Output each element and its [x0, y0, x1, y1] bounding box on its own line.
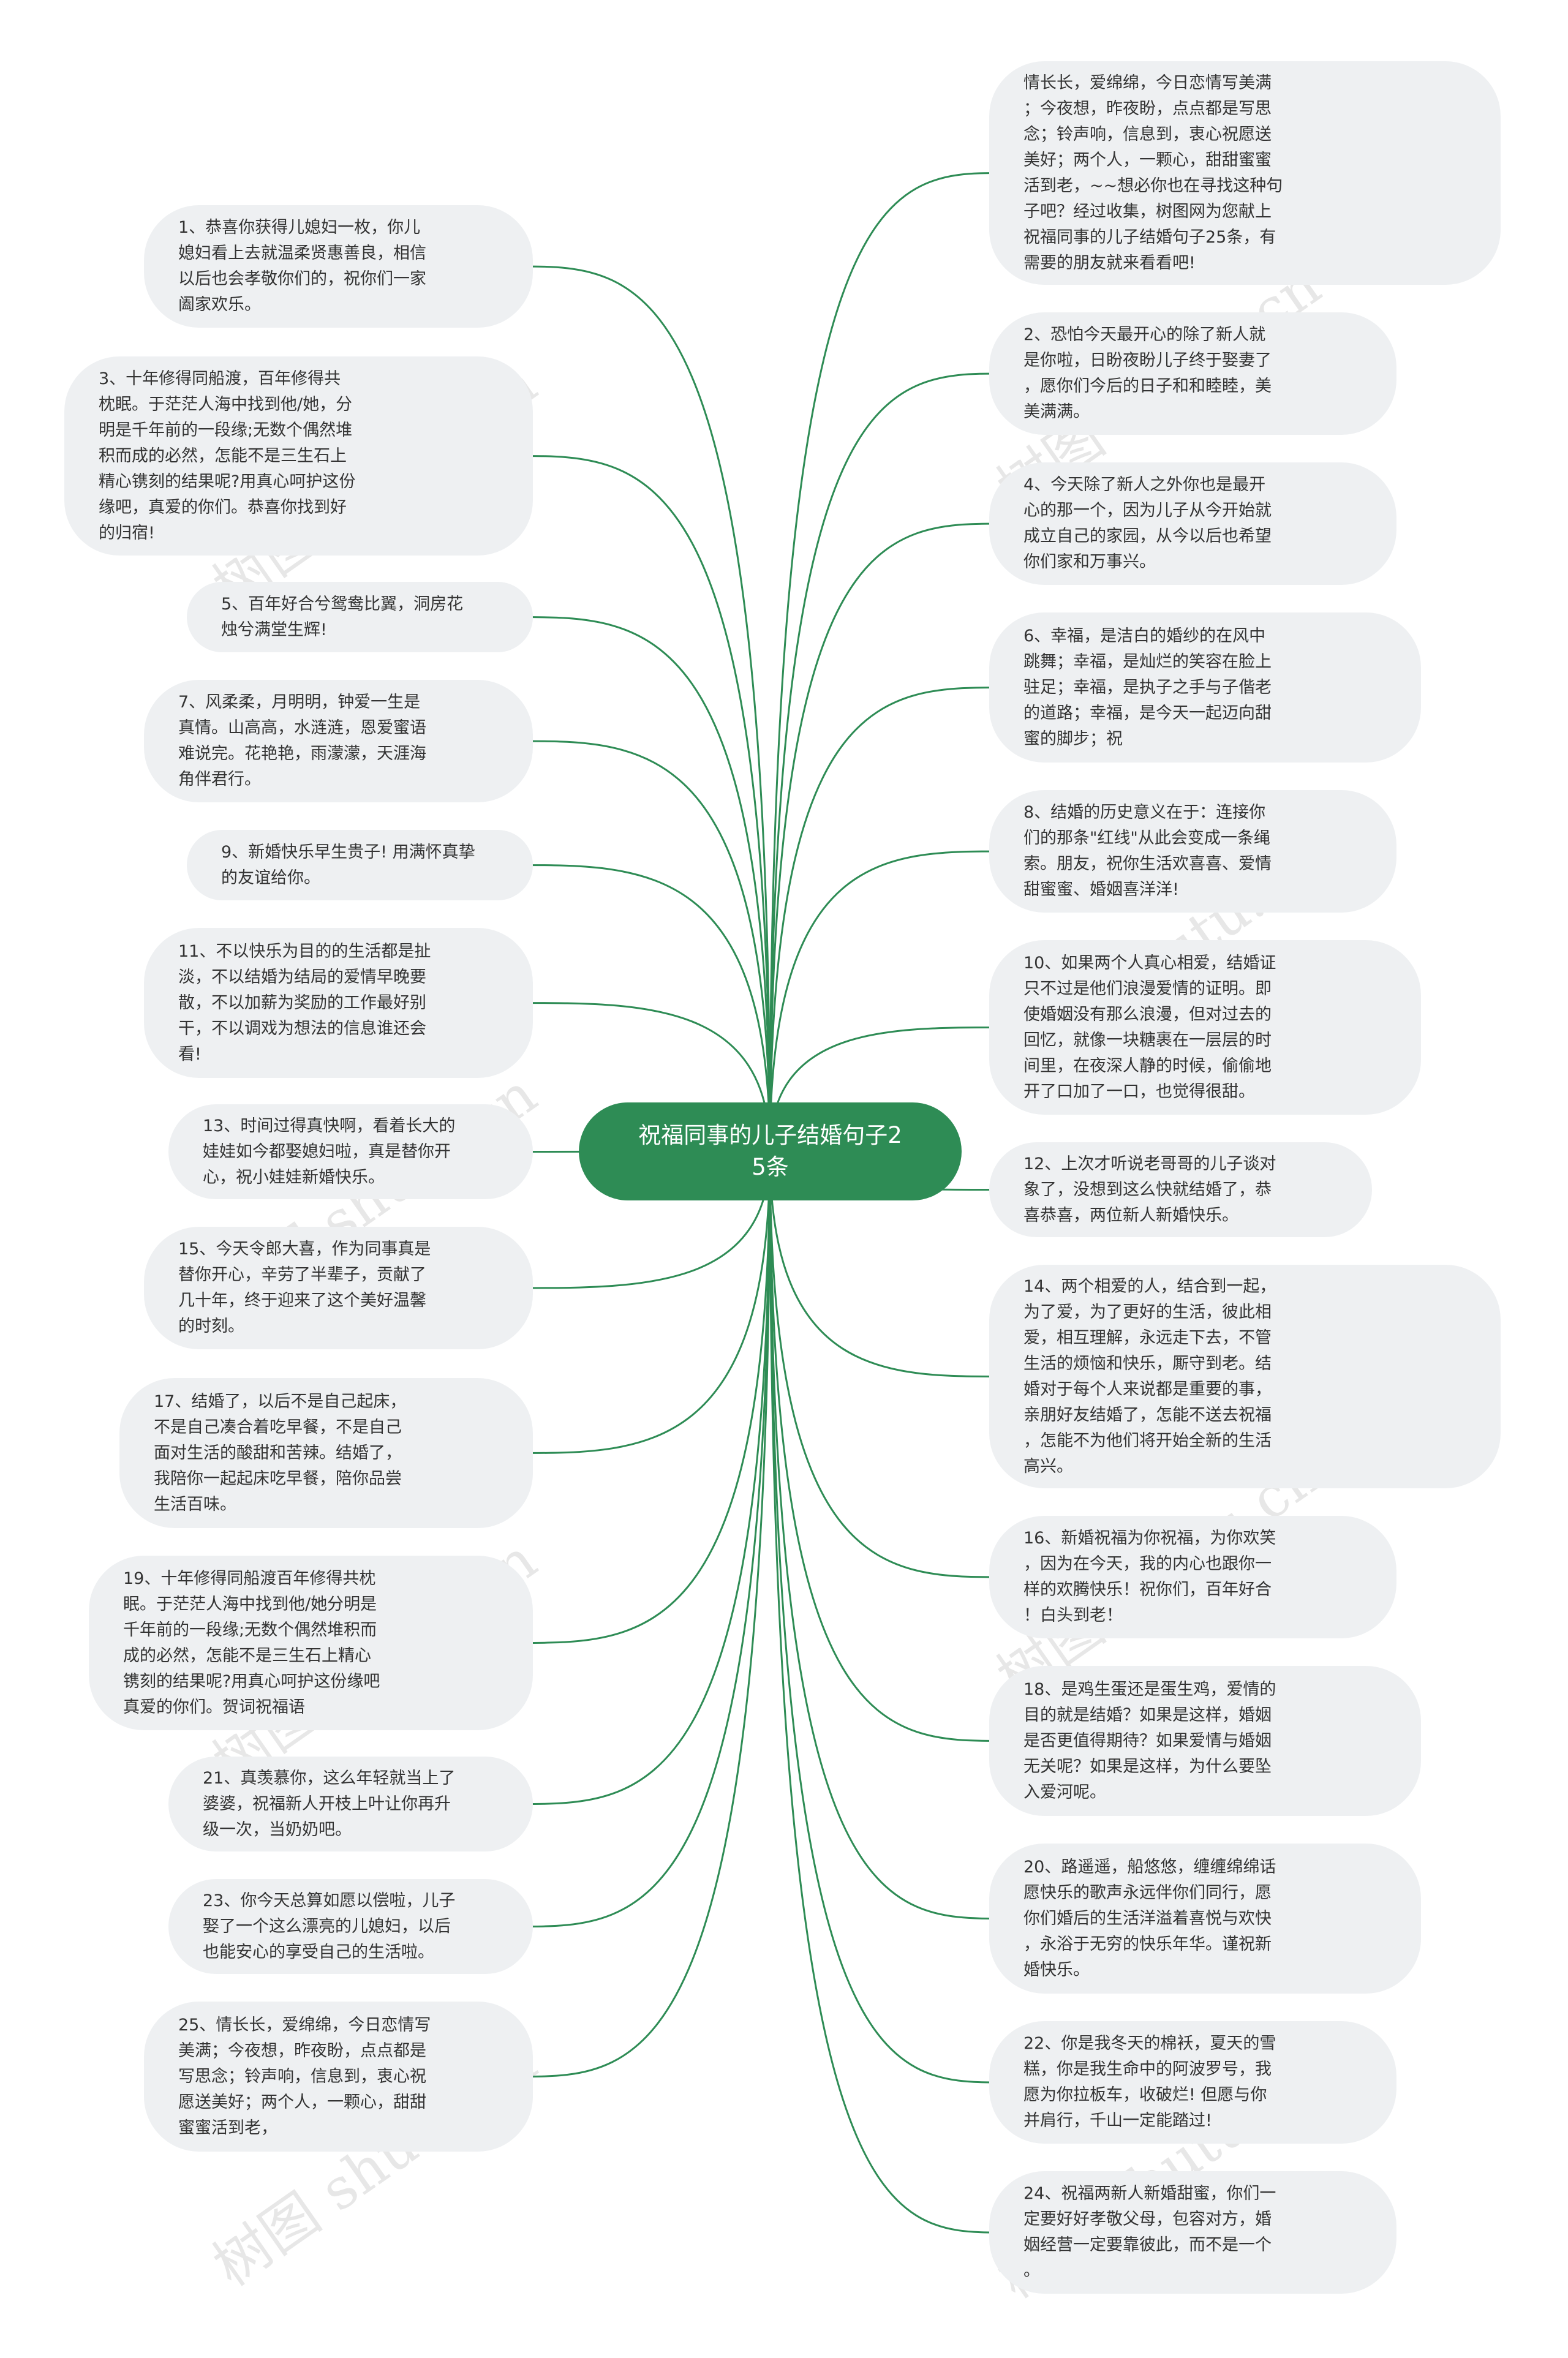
connector-line	[520, 1151, 771, 1454]
branch-text: 1、恭喜你获得儿媳妇一枚，你儿 媳妇看上去就温柔贤惠善良，相信 以后也会孝敬你们…	[178, 218, 426, 314]
branch-text: 14、两个相爱的人，结合到一起， 为了爱，为了更好的生活，彼此相 爱，相互理解，…	[1023, 1276, 1276, 1476]
branch-text: 24、祝福两新人新婚甜蜜，你们一 定要好好孝敬父母，包容对方，婚 姻经营一定要靠…	[1023, 2184, 1276, 2280]
branch-text: 10、如果两个人真心相爱，结婚证 只不过是他们浪漫爱情的证明。即 使婚姻没有那么…	[1023, 953, 1276, 1101]
branch-text: 19、十年修得同船渡百年修得共枕 眠。于茫茫人海中找到他/她分明是 千年前的一段…	[123, 1569, 380, 1717]
branch-node-left-1[interactable]: 1、恭喜你获得儿媳妇一枚，你儿 媳妇看上去就温柔贤惠善良，相信 以后也会孝敬你们…	[144, 205, 533, 328]
branch-text: 情长长，爱绵绵，今日恋情写美满 ；今夜想，昨夜盼，点点都是写思 念；铃声响，信息…	[1023, 73, 1283, 273]
branch-node-left-15[interactable]: 15、今天令郎大喜，作为同事真是 替你开心，辛劳了半辈子，贡献了 几十年，终于迎…	[144, 1227, 533, 1349]
branch-text: 17、结婚了，以后不是自己起床， 不是自己凑合着吃早餐，不是自己 面对生活的酸甜…	[154, 1392, 407, 1514]
branch-node-right-16[interactable]: 16、新婚祝福为你祝福，为你欢笑 ，因为在今天，我的内心也跟你一 样的欢腾快乐！…	[989, 1516, 1396, 1638]
connector-line	[520, 1151, 771, 1805]
branch-node-right-14[interactable]: 14、两个相爱的人，结合到一起， 为了爱，为了更好的生活，彼此相 爱，相互理解，…	[989, 1265, 1501, 1488]
branch-text: 25、情长长，爱绵绵，今日恋情写 美满；今夜想，昨夜盼，点点都是 写思念；铃声响…	[178, 2015, 431, 2138]
branch-text: 4、今天除了新人之外你也是最开 心的那一个，因为儿子从今开始就 成立自己的家园，…	[1023, 475, 1272, 571]
branch-text: 15、今天令郎大喜，作为同事真是 替你开心，辛劳了半辈子，贡献了 几十年，终于迎…	[178, 1240, 431, 1336]
branch-text: 5、百年好合兮鸳鸯比翼，洞房花 烛兮满堂生辉!	[221, 594, 464, 639]
branch-node-left-3[interactable]: 3、十年修得同船渡，百年修得共 枕眠。于茫茫人海中找到他/她，分 明是千年前的一…	[64, 356, 533, 556]
branch-text: 6、幸福，是洁白的婚纱的在风中 跳舞；幸福，是灿烂的笑容在脸上 驻足；幸福，是执…	[1023, 626, 1272, 748]
connector-line	[769, 1151, 1002, 2234]
branch-node-right-12[interactable]: 12、上次才听说老哥哥的儿子谈对 象了，没想到这么快就结婚了，恭 喜恭喜，两位新…	[989, 1142, 1372, 1237]
branch-node-left-17[interactable]: 17、结婚了，以后不是自己起床， 不是自己凑合着吃早餐，不是自己 面对生活的酸甜…	[119, 1378, 533, 1528]
branch-text: 8、结婚的历史意义在于：连接你 们的那条"红线"从此会变成一条绳 索。朋友，祝你…	[1023, 803, 1272, 899]
branch-text: 16、新婚祝福为你祝福，为你欢笑 ，因为在今天，我的内心也跟你一 样的欢腾快乐！…	[1023, 1529, 1276, 1625]
connector-line	[520, 455, 771, 1152]
connector-line	[769, 1151, 1002, 1919]
branch-node-right-2[interactable]: 2、恐怕今天最开心的除了新人就 是你啦，日盼夜盼儿子终于娶妻了 ，愿你们今后的日…	[989, 312, 1396, 435]
connector-line	[520, 616, 771, 1152]
branch-node-left-7[interactable]: 7、风柔柔，月明明，钟爱一生是 真情。山高高，水涟涟，恩爱蜜语 难说完。花艳艳，…	[144, 680, 533, 802]
connector-line	[769, 850, 1002, 1152]
branch-text: 18、是鸡生蛋还是蛋生鸡，爱情的 目的就是结婚？如果是这样，婚姻 是否更值得期待…	[1023, 1679, 1276, 1802]
connector-line	[769, 687, 1002, 1152]
branch-node-left-9[interactable]: 9、新婚快乐早生贵子! 用满怀真挚 的友谊给你。	[187, 830, 533, 900]
branch-node-right-4[interactable]: 4、今天除了新人之外你也是最开 心的那一个，因为儿子从今开始就 成立自己的家园，…	[989, 462, 1396, 585]
branch-text: 9、新婚快乐早生贵子! 用满怀真挚 的友谊给你。	[221, 842, 475, 887]
connector-line	[769, 172, 1002, 1152]
connector-line	[520, 1151, 771, 1644]
branch-node-left-11[interactable]: 11、不以快乐为目的的生活都是扯 淡，不以结婚为结局的爱情早晚要 散，不以加薪为…	[144, 928, 533, 1078]
connector-line	[769, 372, 1002, 1152]
connector-line	[520, 864, 771, 1152]
connector-line	[520, 1151, 771, 1289]
branch-node-right-6[interactable]: 6、幸福，是洁白的婚纱的在风中 跳舞；幸福，是灿烂的笑容在脸上 驻足；幸福，是执…	[989, 612, 1421, 763]
branch-text: 3、十年修得同船渡，百年修得共 枕眠。于茫茫人海中找到他/她，分 明是千年前的一…	[99, 369, 356, 543]
connector-line	[520, 740, 771, 1152]
branch-text: 12、上次才听说老哥哥的儿子谈对 象了，没想到这么快就结婚了，恭 喜恭喜，两位新…	[1023, 1154, 1276, 1225]
connector-line	[769, 522, 1002, 1152]
central-topic[interactable]: 祝福同事的儿子结婚句子2 5条	[579, 1102, 962, 1200]
branch-node-left-23[interactable]: 23、你今天总算如愿以偿啦，儿子 娶了一个这么漂亮的儿媳妇，以后 也能安心的享受…	[168, 1879, 533, 1974]
branch-text: 20、路遥遥，船悠悠，缠缠绵绵话 愿快乐的歌声永远伴你们同行，愿 你们婚后的生活…	[1023, 1857, 1276, 1979]
connector-line	[520, 1151, 771, 2077]
branch-node-right-18[interactable]: 18、是鸡生蛋还是蛋生鸡，爱情的 目的就是结婚？如果是这样，婚姻 是否更值得期待…	[989, 1666, 1421, 1816]
branch-node-right-24[interactable]: 24、祝福两新人新婚甜蜜，你们一 定要好好孝敬父母，包容对方，婚 姻经营一定要靠…	[989, 2171, 1396, 2294]
branch-node-right-22[interactable]: 22、你是我冬天的棉袄，夏天的雪 糕，你是我生命中的阿波罗号，我 愿为你拉板车，…	[989, 2021, 1396, 2144]
branch-text: 23、你今天总算如愿以偿啦，儿子 娶了一个这么漂亮的儿媳妇，以后 也能安心的享受…	[203, 1891, 456, 1962]
branch-text: 7、风柔柔，月明明，钟爱一生是 真情。山高高，水涟涟，恩爱蜜语 难说完。花艳艳，…	[178, 693, 426, 789]
connector-line	[520, 265, 771, 1152]
connector-line	[769, 1151, 1002, 2084]
branch-text: 21、真羡慕你，这么年轻就当上了 婆婆，祝福新人开枝上叶让你再升 级一次，当奶奶…	[203, 1768, 456, 1839]
branch-node-left-5[interactable]: 5、百年好合兮鸳鸯比翼，洞房花 烛兮满堂生辉!	[187, 582, 533, 652]
connector-line	[769, 1151, 1002, 1742]
connector-line	[520, 1151, 771, 1927]
branch-node-left-13[interactable]: 13、时间过得真快啊，看着长大的 娃娃如今都娶媳妇啦，真是替你开 心，祝小娃娃新…	[168, 1104, 533, 1199]
branch-text: 13、时间过得真快啊，看着长大的 娃娃如今都娶媳妇啦，真是替你开 心，祝小娃娃新…	[203, 1116, 456, 1187]
branch-text: 2、恐怕今天最开心的除了新人就 是你啦，日盼夜盼儿子终于娶妻了 ，愿你们今后的日…	[1023, 325, 1272, 421]
branch-node-right-intro[interactable]: 情长长，爱绵绵，今日恋情写美满 ；今夜想，昨夜盼，点点都是写思 念；铃声响，信息…	[989, 61, 1501, 285]
branch-node-left-19[interactable]: 19、十年修得同船渡百年修得共枕 眠。于茫茫人海中找到他/她分明是 千年前的一段…	[89, 1556, 533, 1730]
branch-text: 22、你是我冬天的棉袄，夏天的雪 糕，你是我生命中的阿波罗号，我 愿为你拉板车，…	[1023, 2034, 1276, 2130]
branch-node-left-21[interactable]: 21、真羡慕你，这么年轻就当上了 婆婆，祝福新人开枝上叶让你再升 级一次，当奶奶…	[168, 1757, 533, 1851]
connector-line	[769, 1151, 1002, 1578]
branch-node-right-20[interactable]: 20、路遥遥，船悠悠，缠缠绵绵话 愿快乐的歌声永远伴你们同行，愿 你们婚后的生活…	[989, 1844, 1421, 1994]
connector-line	[520, 1002, 771, 1152]
branch-node-right-10[interactable]: 10、如果两个人真心相爱，结婚证 只不过是他们浪漫爱情的证明。即 使婚姻没有那么…	[989, 940, 1421, 1115]
branch-node-left-25[interactable]: 25、情长长，爱绵绵，今日恋情写 美满；今夜想，昨夜盼，点点都是 写思念；铃声响…	[144, 2002, 533, 2152]
branch-text: 11、不以快乐为目的的生活都是扯 淡，不以结婚为结局的爱情早晚要 散，不以加薪为…	[178, 941, 431, 1064]
branch-node-right-8[interactable]: 8、结婚的历史意义在于：连接你 们的那条"红线"从此会变成一条绳 索。朋友，祝你…	[989, 790, 1396, 913]
connector-line	[769, 1151, 1002, 1377]
